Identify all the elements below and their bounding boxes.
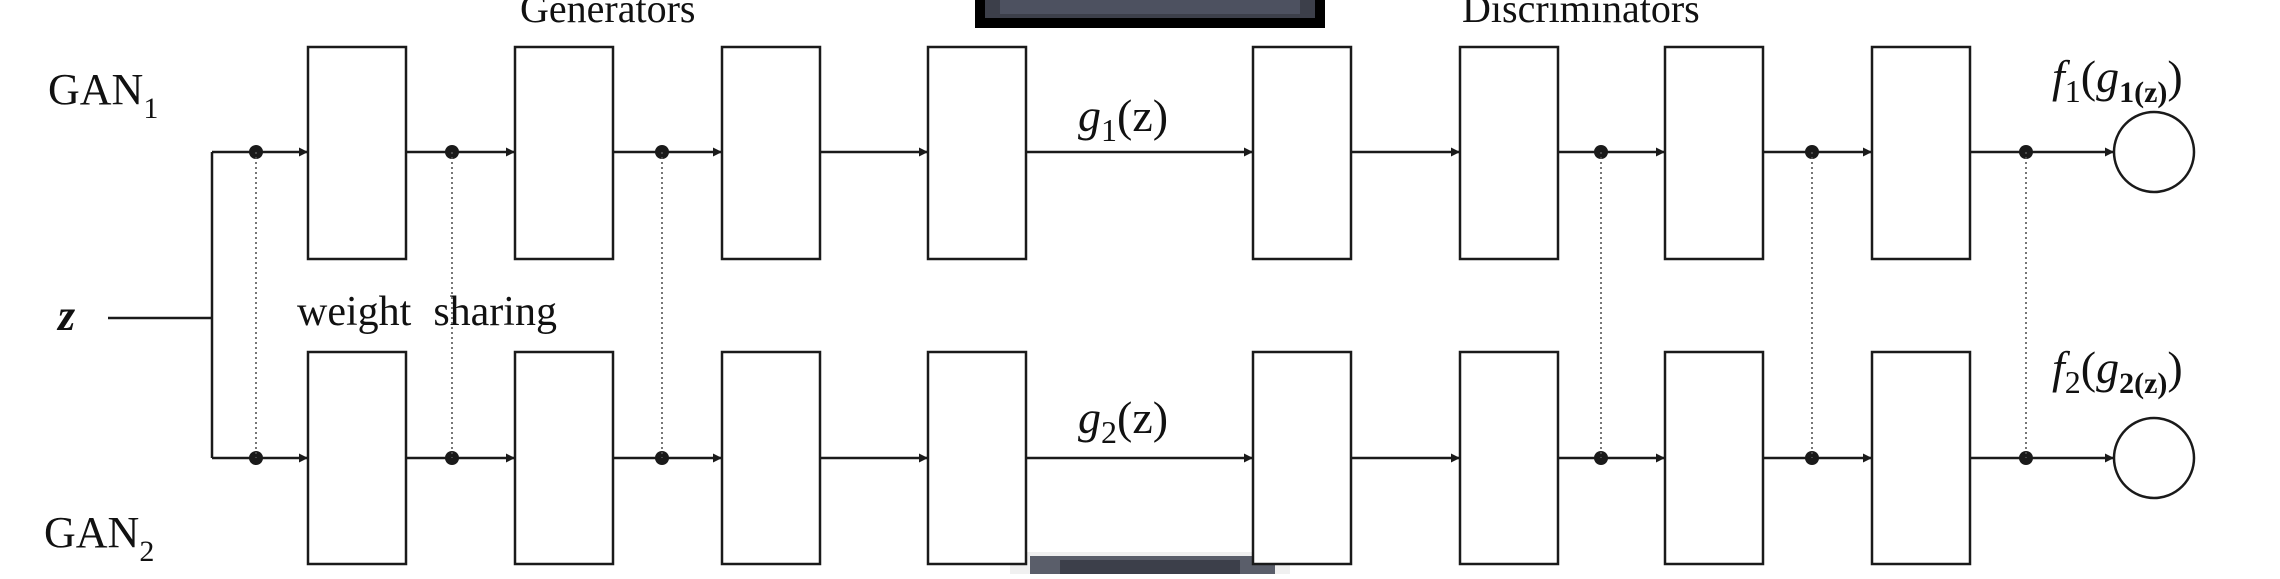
layer-boxes bbox=[306, 45, 1972, 566]
input-z-label: z bbox=[56, 291, 75, 340]
gan1-layer-box-6 bbox=[1458, 45, 1560, 261]
gan2-layer-box-1 bbox=[306, 350, 408, 566]
gan1-layer-box-1 bbox=[306, 45, 408, 261]
input-lines bbox=[108, 152, 214, 458]
gan1-layer-box-8 bbox=[1870, 45, 1972, 261]
gan2-layer-box-6 bbox=[1458, 350, 1560, 566]
generators-header: Generators bbox=[520, 0, 695, 31]
gan2-label: GAN2 bbox=[44, 508, 154, 568]
gan1-layer-box-2 bbox=[513, 45, 615, 261]
gan1-output-circle bbox=[2112, 110, 2196, 194]
weight-sharing-links bbox=[249, 145, 2033, 465]
gan2-layer-box-7 bbox=[1663, 350, 1765, 566]
g1-output-label: g1(z) bbox=[1078, 90, 1168, 148]
f1-output-label: f1(g1(z)) bbox=[2052, 51, 2183, 109]
gan1-layer-box-5 bbox=[1251, 45, 1353, 261]
gan2-output-circle bbox=[2112, 416, 2196, 500]
bottom-photo-overlay bbox=[1010, 552, 1290, 574]
gan1-label: GAN1 bbox=[48, 65, 158, 125]
f2-output-label: f2(g2(z)) bbox=[2052, 342, 2183, 400]
top-photo-overlay bbox=[975, 0, 1325, 28]
gan2-layer-box-5 bbox=[1251, 350, 1353, 566]
gan2-layer-box-3 bbox=[720, 350, 822, 566]
gan1-layer-box-7 bbox=[1663, 45, 1765, 261]
discriminators-header: Discriminators bbox=[1462, 0, 1700, 31]
gan2-layer-box-4 bbox=[926, 350, 1028, 566]
gan1-layer-box-3 bbox=[720, 45, 822, 261]
g2-output-label: g2(z) bbox=[1078, 392, 1168, 450]
gan1-layer-box-4 bbox=[926, 45, 1028, 261]
gan2-layer-box-8 bbox=[1870, 350, 1972, 566]
gan2-layer-box-2 bbox=[513, 350, 615, 566]
